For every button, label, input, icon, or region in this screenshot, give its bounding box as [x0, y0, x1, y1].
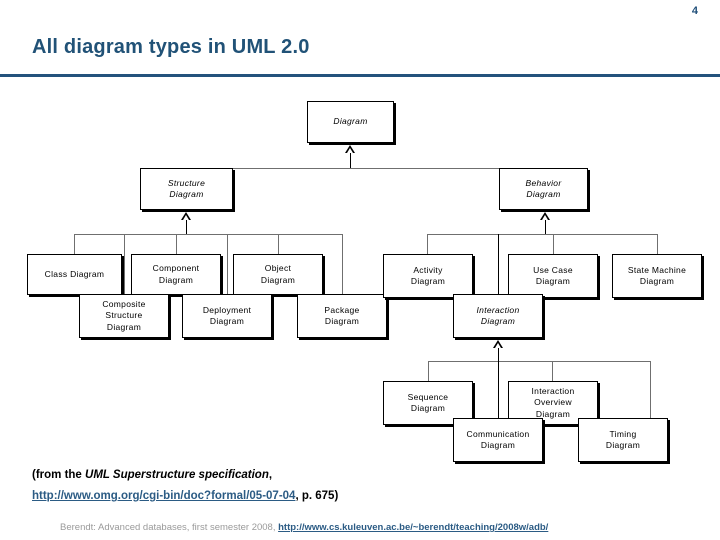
uml-diagram: Diagram Structure Diagram Behavior Diagr…	[0, 80, 720, 465]
generalization-arrow-structure	[181, 212, 191, 220]
uml-node-diagram: Diagram	[307, 101, 394, 143]
citation-line-1: (from the UML Superstructure specificati…	[32, 466, 682, 485]
uml-node-label: Package Diagram	[324, 304, 360, 327]
uml-node-label: Class Diagram	[44, 268, 105, 279]
uml-node-interaction-overview-diagram: Interaction Overview Diagram	[508, 381, 598, 425]
citation-suffix: , p. 675)	[295, 490, 339, 502]
connector-structure-class	[74, 234, 75, 254]
connector-structure-component	[176, 234, 177, 254]
uml-node-state-machine-diagram: State Machine Diagram	[612, 254, 702, 298]
slide-footer-text: Berendt: Advanced databases, first semes…	[60, 522, 279, 533]
connector-interaction-timing	[650, 361, 651, 418]
connector-structure-package	[342, 234, 343, 294]
uml-node-structure-diagram: Structure Diagram	[140, 168, 233, 210]
connector-behavior-interaction	[498, 234, 499, 294]
connector-structure-bus	[74, 234, 342, 235]
uml-node-label: Diagram	[333, 116, 368, 127]
connector-behavior-statemachine	[657, 234, 658, 254]
uml-node-class-diagram: Class Diagram	[27, 254, 122, 295]
uml-node-label: Use Case Diagram	[533, 264, 573, 287]
page-title: All diagram types in UML 2.0	[32, 36, 310, 58]
uml-node-label: Interaction Diagram	[476, 304, 520, 327]
uml-node-object-diagram: Object Diagram	[233, 254, 323, 295]
uml-node-label: State Machine Diagram	[627, 264, 687, 287]
title-divider	[0, 74, 720, 77]
uml-node-communication-diagram: Communication Diagram	[453, 418, 543, 462]
uml-node-component-diagram: Component Diagram	[131, 254, 221, 295]
uml-node-interaction-diagram: Interaction Diagram	[453, 294, 543, 338]
uml-node-label: Component Diagram	[152, 263, 200, 285]
uml-node-label: Sequence Diagram	[407, 391, 449, 414]
uml-node-label: Interaction Overview Diagram	[531, 385, 575, 419]
citation: (from the UML Superstructure specificati…	[32, 466, 682, 506]
uml-node-label: Activity Diagram	[410, 264, 446, 287]
slide-footer-link[interactable]: http://www.cs.kuleuven.ac.be/~berendt/te…	[278, 522, 549, 533]
connector-root-stem	[350, 153, 351, 168]
uml-node-composite-structure-diagram: Composite Structure Diagram	[79, 294, 169, 338]
generalization-arrow-root	[345, 145, 355, 153]
citation-comma: ,	[268, 469, 273, 481]
connector-behavior-stem	[545, 220, 546, 234]
uml-node-label: Structure Diagram	[167, 177, 206, 200]
citation-prefix: (from the	[32, 469, 86, 481]
citation-line-2: http://www.omg.org/cgi-bin/doc?formal/05…	[32, 487, 682, 506]
uml-node-label: Timing Diagram	[605, 428, 641, 451]
connector-interaction-stem	[498, 348, 499, 361]
connector-behavior-usecase	[553, 234, 554, 254]
uml-node-label: Deployment Diagram	[202, 304, 252, 327]
slide-footer: Berendt: Advanced databases, first semes…	[60, 522, 720, 533]
uml-node-deployment-diagram: Deployment Diagram	[182, 294, 272, 338]
generalization-arrow-behavior	[540, 212, 550, 220]
uml-node-label: Behavior Diagram	[525, 177, 562, 200]
uml-node-behavior-diagram: Behavior Diagram	[499, 168, 588, 210]
citation-work-title: UML Superstructure specification	[85, 469, 269, 481]
generalization-arrow-interaction	[493, 340, 503, 348]
uml-node-use-case-diagram: Use Case Diagram	[508, 254, 598, 298]
uml-node-label: Composite Structure Diagram	[102, 298, 146, 332]
citation-link[interactable]: http://www.omg.org/cgi-bin/doc?formal/05…	[32, 490, 296, 502]
uml-node-activity-diagram: Activity Diagram	[383, 254, 473, 298]
connector-structure-object	[278, 234, 279, 254]
connector-interaction-bus	[428, 361, 650, 362]
connector-structure-deployment	[227, 234, 228, 294]
uml-node-package-diagram: Package Diagram	[297, 294, 387, 338]
uml-node-sequence-diagram: Sequence Diagram	[383, 381, 473, 425]
connector-interaction-sequence	[428, 361, 429, 381]
connector-interaction-communication	[498, 361, 499, 418]
uml-node-timing-diagram: Timing Diagram	[578, 418, 668, 462]
connector-root-bus	[186, 168, 545, 169]
uml-node-label: Object Diagram	[260, 263, 296, 285]
connector-behavior-bus	[427, 234, 657, 235]
connector-structure-stem	[186, 220, 187, 234]
uml-node-label: Communication Diagram	[466, 428, 530, 451]
connector-interaction-overview	[552, 361, 553, 381]
slide-number: 4	[691, 5, 698, 17]
connector-behavior-activity	[427, 234, 428, 254]
connector-structure-composite	[124, 234, 125, 294]
